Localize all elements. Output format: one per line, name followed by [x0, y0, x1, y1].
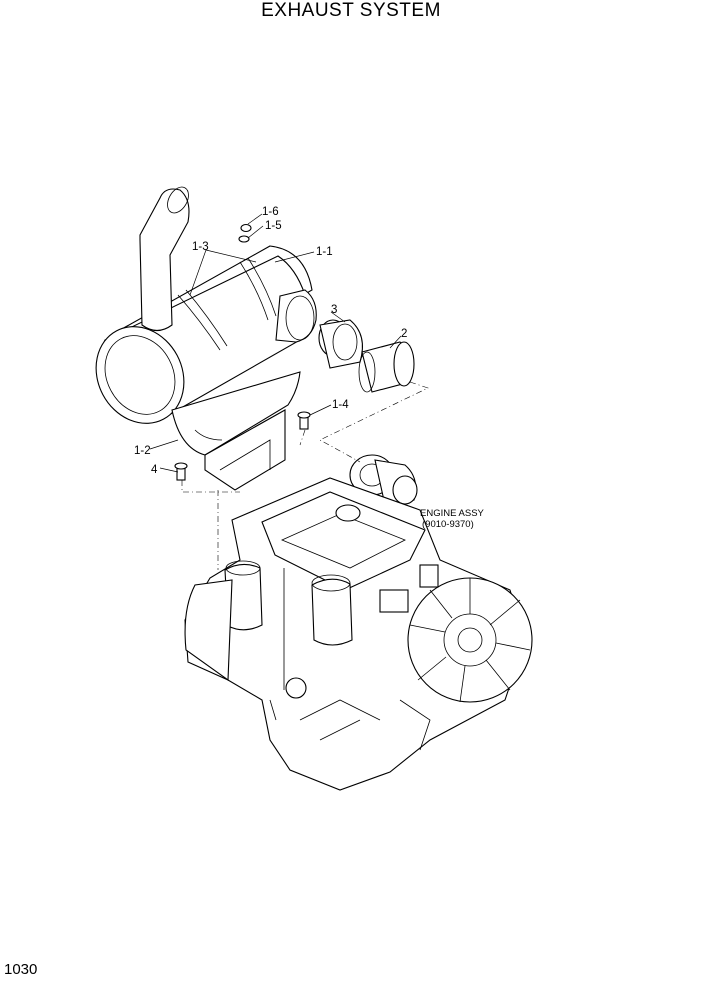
muffler-assembly — [95, 186, 317, 424]
exhaust-pipe — [358, 341, 415, 393]
label-1-4: 1-4 — [332, 399, 349, 411]
label-1-5: 1-5 — [265, 220, 282, 232]
label-3: 3 — [331, 304, 337, 316]
label-1-2: 1-2 — [134, 445, 151, 457]
muffler-bracket — [171, 371, 301, 491]
clamp — [318, 319, 363, 369]
dashed-connection-lines — [181, 381, 429, 570]
engine-assembly — [184, 477, 533, 791]
bolt-1-4 — [297, 411, 311, 430]
label-engine-code: (9010-9370) — [422, 519, 474, 530]
turbocharger — [349, 454, 418, 506]
leader-lines — [149, 213, 402, 473]
bolt-4 — [174, 462, 188, 481]
page-number: 1030 — [4, 961, 38, 978]
label-1-6: 1-6 — [262, 206, 279, 218]
label-1-1: 1-1 — [316, 246, 333, 258]
label-engine-assy: ENGINE ASSY — [420, 508, 485, 519]
label-4: 4 — [151, 464, 158, 476]
label-1-3: 1-3 — [192, 241, 209, 253]
label-2: 2 — [401, 328, 407, 340]
nut-and-washer — [238, 223, 252, 243]
page-title: EXHAUST SYSTEM — [261, 0, 441, 21]
